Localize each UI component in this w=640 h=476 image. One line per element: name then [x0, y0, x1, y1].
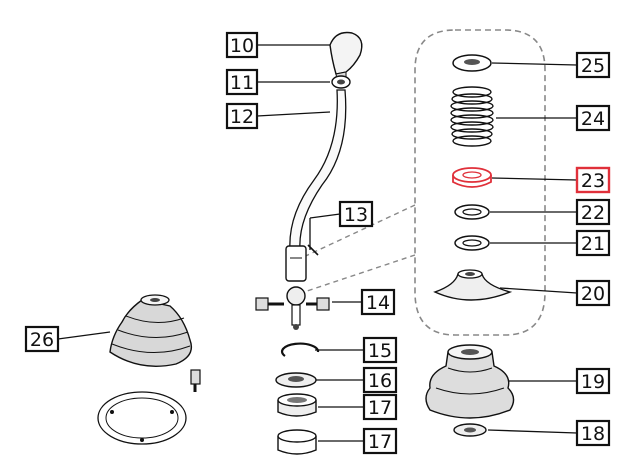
label-17a: 17 [362, 393, 398, 421]
label-21: 21 [575, 229, 611, 257]
label-22-text: 22 [581, 202, 605, 224]
label-10: 10 [225, 31, 259, 59]
label-10-text: 10 [230, 35, 254, 57]
label-14: 14 [360, 288, 396, 316]
label-19: 19 [575, 367, 611, 395]
bushing-17b-part [277, 429, 317, 455]
label-16: 16 [362, 366, 398, 394]
label-18-text: 18 [581, 423, 605, 445]
outer-boot-part [97, 294, 201, 445]
label-17b-text: 17 [368, 431, 392, 453]
seat-23-part [452, 167, 492, 188]
washer-16-part [275, 372, 317, 388]
washer-18-part [453, 423, 487, 437]
washer-21-part [454, 235, 490, 251]
label-20: 20 [575, 279, 611, 307]
spring-part [450, 86, 494, 147]
label-23-text: 23 [581, 170, 605, 192]
detail-projection-line [303, 254, 416, 293]
label-17a-text: 17 [368, 397, 392, 419]
label-17b: 17 [362, 427, 398, 455]
label-16-text: 16 [368, 370, 392, 392]
washer-25-part [452, 54, 492, 72]
label-13-text: 13 [344, 204, 368, 226]
label-14-text: 14 [366, 292, 390, 314]
label-25-text: 25 [581, 55, 605, 77]
label-15-text: 15 [368, 340, 392, 362]
label-12-text: 12 [230, 106, 254, 128]
boot-19-part [425, 344, 515, 419]
label-26-text: 26 [30, 329, 54, 351]
dust-cover-part [433, 269, 513, 301]
label-18: 18 [575, 419, 611, 447]
lock-nut-part [331, 75, 351, 89]
label-13: 13 [338, 200, 374, 228]
label-15: 15 [362, 336, 398, 364]
label-23-highlighted: 23 [575, 166, 611, 194]
pivot-bolts-part [255, 297, 330, 311]
detail-projection-line [296, 204, 416, 261]
label-26: 26 [24, 325, 60, 353]
label-21-text: 21 [581, 233, 605, 255]
circlip-part [280, 342, 320, 357]
bushing-17a-part [277, 393, 317, 417]
label-24-text: 24 [581, 108, 605, 130]
label-20-text: 20 [581, 283, 605, 305]
washer-22-part [454, 204, 490, 220]
detail-enclosure [414, 29, 546, 336]
label-11-text: 11 [230, 72, 254, 94]
leader-lines [57, 44, 578, 442]
label-11: 11 [225, 68, 259, 96]
label-22: 22 [575, 198, 611, 226]
pin-part [307, 244, 319, 256]
shift-lever-part [285, 89, 347, 330]
label-12: 12 [225, 102, 259, 130]
label-19-text: 19 [581, 371, 605, 393]
label-25: 25 [575, 51, 611, 79]
label-24: 24 [575, 104, 611, 132]
shift-knob-part [329, 31, 363, 80]
